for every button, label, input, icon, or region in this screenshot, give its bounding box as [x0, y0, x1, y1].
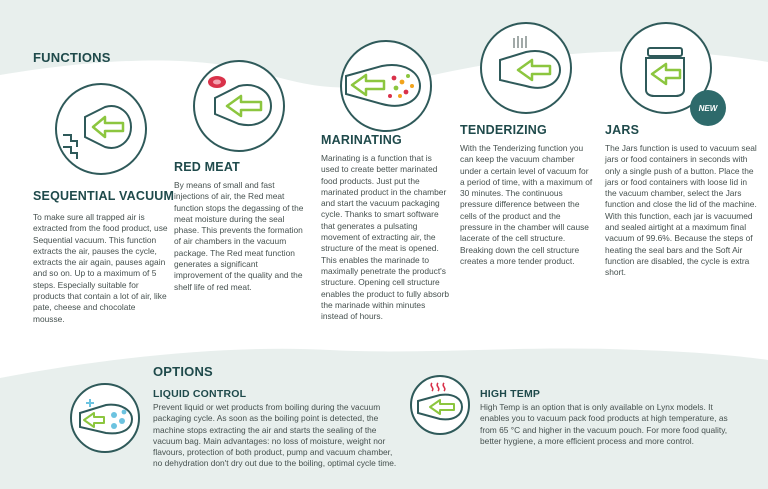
marinating-icon [340, 40, 432, 132]
jar-icon [620, 22, 712, 114]
sequential-vacuum-text: To make sure all trapped air is extracte… [33, 212, 168, 324]
liquid-control-text: Prevent liquid or wet products from boil… [153, 402, 397, 469]
tenderizing-text: With the Tenderizing function you can ke… [460, 143, 593, 266]
red-meat-text: By means of small and fast injections of… [174, 180, 304, 292]
red-meat-title: RED MEAT [174, 160, 240, 174]
sequential-vacuum-title: SEQUENTIAL VACUUM [33, 189, 175, 203]
liquid-control-title: LIQUID CONTROL [153, 388, 247, 400]
liquid-control-icon [70, 383, 140, 453]
options-title: OPTIONS [153, 364, 213, 379]
new-badge: NEW [690, 90, 726, 126]
sequential-vacuum-icon [55, 83, 147, 175]
bottom-wave-band [0, 348, 768, 489]
functions-title: FUNCTIONS [33, 50, 111, 65]
red-meat-icon [193, 60, 285, 152]
jars-text: The Jars function is used to vacuum seal… [605, 143, 757, 278]
high-temp-title: HIGH TEMP [480, 388, 541, 400]
marinating-title: MARINATING [321, 133, 402, 147]
jars-title: JARS [605, 123, 640, 137]
marinating-text: Marinating is a function that is used to… [321, 153, 450, 322]
high-temp-text: High Temp is an option that is only avai… [480, 402, 728, 446]
tenderizing-icon [480, 22, 572, 114]
tenderizing-title: TENDERIZING [460, 123, 547, 137]
high-temp-icon [410, 375, 470, 435]
